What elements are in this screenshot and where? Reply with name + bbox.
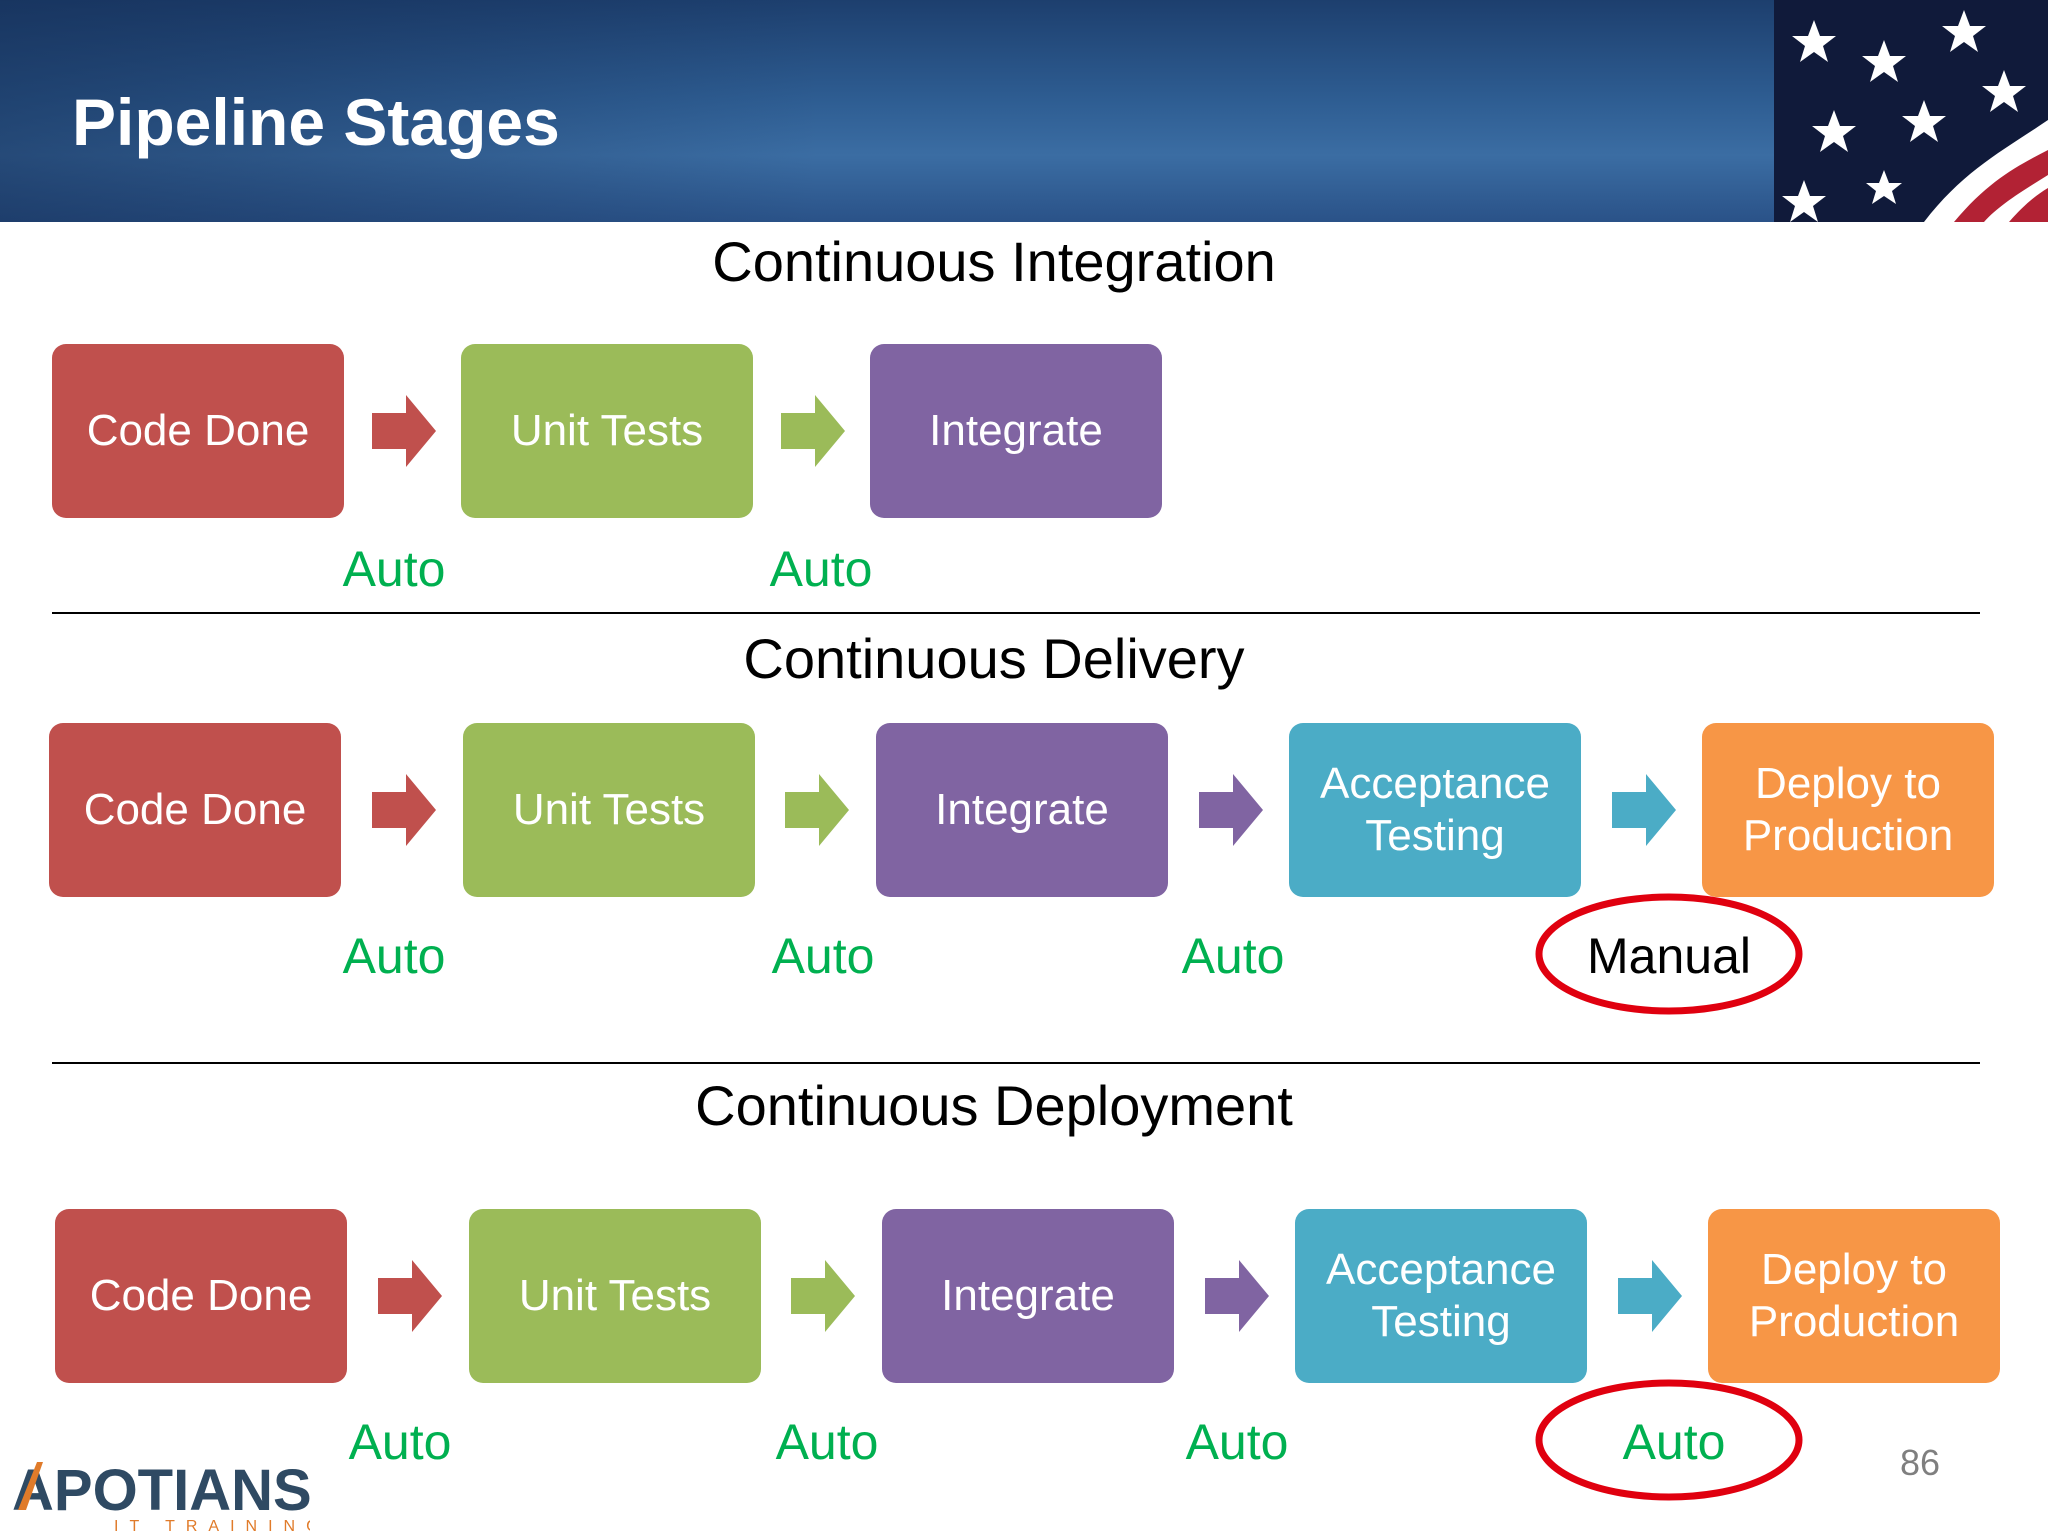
logo-wordmark: APOTIANS xyxy=(12,1458,310,1523)
highlight-circle xyxy=(1535,893,1803,1015)
apotians-logo: APOTIANS IT TRAINING xyxy=(12,1458,310,1532)
slide-title: Pipeline Stages xyxy=(72,85,560,159)
transition-label: Auto xyxy=(775,1414,879,1470)
american-flag-image xyxy=(1774,0,2048,222)
section-title-continuous-integration: Continuous Integration xyxy=(712,230,1276,293)
arrow-right-icon xyxy=(1612,774,1676,846)
transition-label: Auto xyxy=(1181,928,1285,984)
transition-label: Auto xyxy=(342,541,446,597)
stage-deploy-to-production: Deploy to Production xyxy=(1702,723,1994,897)
stage-acceptance-testing: Acceptance Testing xyxy=(1295,1209,1587,1383)
stage-integrate: Integrate xyxy=(870,344,1162,518)
stage-acceptance-testing: Acceptance Testing xyxy=(1289,723,1581,897)
arrow-right-icon xyxy=(1205,1260,1269,1332)
arrow-right-icon xyxy=(791,1260,855,1332)
section-divider xyxy=(52,1062,1980,1064)
stage-unit-tests: Unit Tests xyxy=(461,344,753,518)
stage-unit-tests: Unit Tests xyxy=(463,723,755,897)
logo-tagline: IT TRAINING xyxy=(114,1518,310,1532)
arrow-right-icon xyxy=(785,774,849,846)
arrow-right-icon xyxy=(372,774,436,846)
transition-label-manual: Manual xyxy=(1587,928,1751,984)
arrow-right-icon xyxy=(1199,774,1263,846)
section-title-continuous-delivery: Continuous Delivery xyxy=(743,627,1245,690)
arrow-right-icon xyxy=(781,395,845,467)
section-title-continuous-deployment: Continuous Deployment xyxy=(695,1074,1293,1137)
transition-label: Auto xyxy=(348,1414,452,1470)
transition-label: Auto xyxy=(1185,1414,1289,1470)
arrow-right-icon xyxy=(1618,1260,1682,1332)
stage-deploy-to-production: Deploy to Production xyxy=(1708,1209,2000,1383)
section-divider xyxy=(52,612,1980,614)
transition-label-highlighted: Auto xyxy=(1622,1414,1726,1470)
stage-code-done: Code Done xyxy=(49,723,341,897)
transition-label: Auto xyxy=(769,541,873,597)
stage-code-done: Code Done xyxy=(55,1209,347,1383)
arrow-right-icon xyxy=(372,395,436,467)
transition-label: Auto xyxy=(771,928,875,984)
page-number: 86 xyxy=(1899,1442,1940,1483)
stage-integrate: Integrate xyxy=(876,723,1168,897)
highlight-circle xyxy=(1535,1379,1803,1501)
stage-code-done: Code Done xyxy=(52,344,344,518)
stage-unit-tests: Unit Tests xyxy=(469,1209,761,1383)
stage-integrate: Integrate xyxy=(882,1209,1174,1383)
transition-label: Auto xyxy=(342,928,446,984)
arrow-right-icon xyxy=(378,1260,442,1332)
slide-header: Pipeline Stages xyxy=(0,0,2048,222)
